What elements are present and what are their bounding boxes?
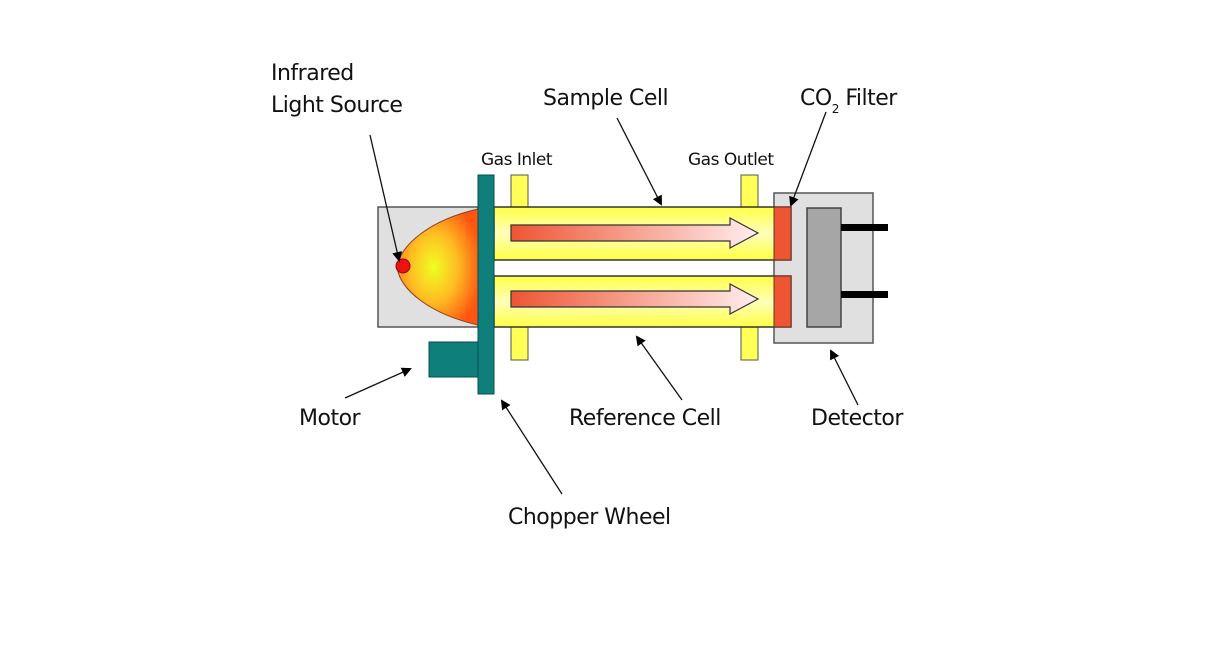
pointer-motor <box>344 367 412 399</box>
pointer-sample-cell <box>616 117 662 206</box>
label-sample-cell: Sample Cell <box>543 86 668 111</box>
co2-filter-bottom <box>773 275 792 328</box>
pointer-light-source <box>369 134 403 262</box>
gas-inlet-port-bottom <box>510 326 529 361</box>
motor <box>428 341 479 378</box>
label-gas-inlet: Gas Inlet <box>481 150 553 170</box>
label-reference-cell: Reference Cell <box>569 406 721 431</box>
pointer-reference-cell <box>635 335 683 401</box>
infrared-source-dot <box>395 258 411 274</box>
label-co2-filter: CO2 Filter <box>800 86 898 116</box>
label-chopper-wheel: Chopper Wheel <box>508 505 671 530</box>
label-motor: Motor <box>299 406 362 431</box>
detector-lead-bottom <box>841 291 888 298</box>
gas-outlet-port-bottom <box>740 326 759 361</box>
label-detector: Detector <box>811 406 904 431</box>
pointer-chopper-wheel <box>500 399 563 495</box>
detector-element <box>806 207 842 328</box>
co2-rest: Filter <box>839 86 898 111</box>
pointer-detector <box>830 349 859 406</box>
chopper-wheel <box>477 174 495 395</box>
label-gas-outlet: Gas Outlet <box>688 150 774 170</box>
label-infrared: Infrared <box>271 61 354 86</box>
co2-subscript: 2 <box>832 102 839 116</box>
sample-beam-arrow <box>510 216 760 250</box>
detector-lead-top <box>841 224 888 231</box>
reference-beam-arrow <box>510 282 760 316</box>
gas-outlet-port-top <box>740 174 759 208</box>
gas-inlet-port-top <box>510 174 529 208</box>
pointer-co2-filter <box>789 111 827 207</box>
co2-main: CO <box>800 86 832 111</box>
label-light-source: Light Source <box>271 93 402 118</box>
co2-filter-top <box>773 206 792 261</box>
